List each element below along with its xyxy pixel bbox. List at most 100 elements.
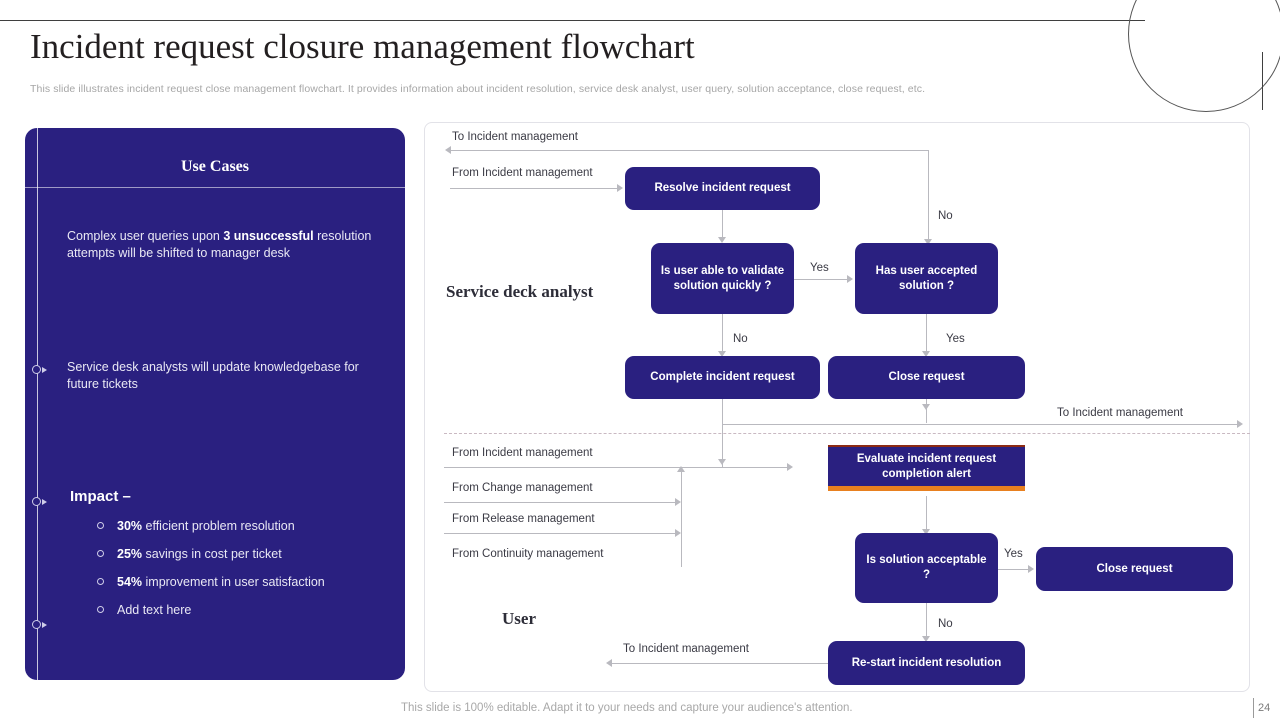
arrowhead-right-from-change (675, 498, 681, 506)
edge-label-yes-accepted: Yes (946, 333, 965, 345)
impact-item: 25% savings in cost per ticket (93, 546, 393, 562)
use-case-marker-1 (32, 365, 47, 377)
marker-triangle-icon (42, 621, 47, 628)
edge-label-yes-validate: Yes (810, 262, 829, 274)
role-label-analyst: Service deck analyst (446, 282, 594, 301)
edge-continuity-riser-v (681, 472, 682, 567)
arrowhead-down-validate (718, 237, 726, 243)
impact-item: 30% efficient problem resolution (93, 518, 393, 534)
edge-acceptable-close-h (998, 569, 1029, 570)
arrowhead-right-resolve (617, 184, 623, 192)
edge-acceptable-restart-v (926, 603, 927, 637)
arrowhead-down-complete-exit (718, 459, 726, 465)
flowchart-panel (424, 122, 1250, 692)
hollow-bullet-icon (97, 522, 104, 529)
edge-label-from-continuity: From Continuity management (452, 548, 604, 560)
impact-item: Add text here (93, 602, 393, 618)
edge-label-yes-acceptable: Yes (1004, 548, 1023, 560)
edge-label-from-incident-mid: From Incident management (452, 447, 593, 459)
arrowhead-right-from-incident-mid (787, 463, 793, 471)
edge-from-release-h (444, 533, 676, 534)
edge-from-change-h (444, 502, 676, 503)
edge-to-incident-top-h (451, 150, 929, 151)
node-evaluate-incident-request-completion-alert[interactable]: Evaluate incident request completion ale… (828, 445, 1025, 491)
use-cases-divider (25, 187, 405, 188)
impact-item-text: 25% savings in cost per ticket (117, 547, 282, 561)
edge-from-incident-top-h (450, 188, 618, 189)
arrowhead-left-to-incident-top (445, 146, 451, 154)
edge-complete-down-v (722, 399, 723, 467)
impact-item: 54% improvement in user satisfaction (93, 574, 393, 590)
edge-to-incident-mid-h (722, 424, 1238, 425)
use-cases-panel: Use Cases Complex user queries upon 3 un… (25, 128, 405, 680)
role-label-user: User (502, 609, 536, 628)
node-close-request-top[interactable]: Close request (828, 356, 1025, 399)
timeline-spine (37, 128, 38, 680)
footer-separator (1253, 698, 1254, 718)
edge-label-to-incident-mid: To Incident management (1057, 407, 1183, 419)
edge-validate-accepted-h (794, 279, 848, 280)
page-subtitle: This slide illustrates incident request … (30, 83, 926, 95)
impact-item-text: 30% efficient problem resolution (117, 519, 295, 533)
arrowhead-down-restart (922, 636, 930, 642)
hollow-bullet-icon (97, 550, 104, 557)
edge-accepted-close-v (926, 314, 927, 352)
decorative-right-line (1262, 52, 1263, 110)
edge-from-incident-mid-h (444, 467, 788, 468)
arrowhead-left-to-incident-bottom (606, 659, 612, 667)
impact-marker (32, 620, 47, 632)
use-case-marker-2 (32, 497, 47, 509)
marker-triangle-icon (42, 498, 47, 505)
node-has-user-accepted-solution[interactable]: Has user accepted solution ? (855, 243, 998, 314)
arrowhead-down-accepted (924, 239, 932, 245)
edge-label-to-incident-bottom: To Incident management (623, 643, 749, 655)
impact-list: 30% efficient problem resolution 25% sav… (93, 518, 393, 630)
node-resolve-incident-request[interactable]: Resolve incident request (625, 167, 820, 210)
edge-label-to-incident-top: To Incident management (452, 131, 578, 143)
edge-label-from-change: From Change management (452, 482, 593, 494)
edge-close-top-down-v (926, 399, 927, 423)
arrowhead-down-close-top-exit (922, 404, 930, 410)
marker-ring-icon (32, 365, 41, 374)
node-is-user-able-to-validate[interactable]: Is user able to validate solution quickl… (651, 243, 794, 314)
node-is-solution-acceptable[interactable]: Is solution acceptable ? (855, 533, 998, 603)
header-rule (0, 20, 1145, 21)
marker-ring-icon (32, 620, 41, 629)
edge-label-no-acceptable: No (938, 618, 953, 630)
impact-item-text: 54% improvement in user satisfaction (117, 575, 325, 589)
impact-item-text: Add text here (117, 603, 192, 617)
hollow-bullet-icon (97, 578, 104, 585)
edge-label-from-release: From Release management (452, 513, 595, 525)
marker-triangle-icon (42, 366, 47, 373)
edge-resolve-validate-v (722, 210, 723, 238)
use-case-item-1: Complex user queries upon 3 unsuccessful… (67, 229, 372, 260)
node-close-request-bottom[interactable]: Close request (1036, 547, 1233, 591)
edge-label-from-incident-top: From Incident management (452, 167, 593, 179)
arrowhead-right-accepted (847, 275, 853, 283)
arrowhead-down-close-top (922, 351, 930, 357)
arrowhead-right-from-release (675, 529, 681, 537)
edge-to-accepted-v (928, 150, 929, 240)
arrowhead-right-to-incident-mid (1237, 420, 1243, 428)
node-restart-incident-resolution[interactable]: Re-start incident resolution (828, 641, 1025, 685)
edge-evaluate-acceptable-v (926, 496, 927, 530)
decorative-circle (1128, 0, 1280, 112)
node-complete-incident-request[interactable]: Complete incident request (625, 356, 820, 399)
page-title: Incident request closure management flow… (30, 27, 695, 66)
use-cases-title: Use Cases (181, 158, 249, 175)
arrowhead-down-complete (718, 351, 726, 357)
edge-to-incident-bottom-h (612, 663, 828, 664)
swimlane-divider (444, 433, 1250, 434)
arrowhead-right-close-bottom (1028, 565, 1034, 573)
arrowhead-down-acceptable (922, 529, 930, 535)
marker-ring-icon (32, 497, 41, 506)
edge-validate-complete-v (722, 314, 723, 352)
hollow-bullet-icon (97, 606, 104, 613)
edge-label-no-validate: No (733, 333, 748, 345)
edge-label-no-top: No (938, 210, 953, 222)
footer-note: This slide is 100% editable. Adapt it to… (401, 702, 853, 714)
use-case-item-2: Service desk analysts will update knowle… (67, 360, 359, 391)
arrowhead-up-continuity-riser (677, 466, 685, 472)
impact-heading: Impact – (70, 488, 131, 505)
